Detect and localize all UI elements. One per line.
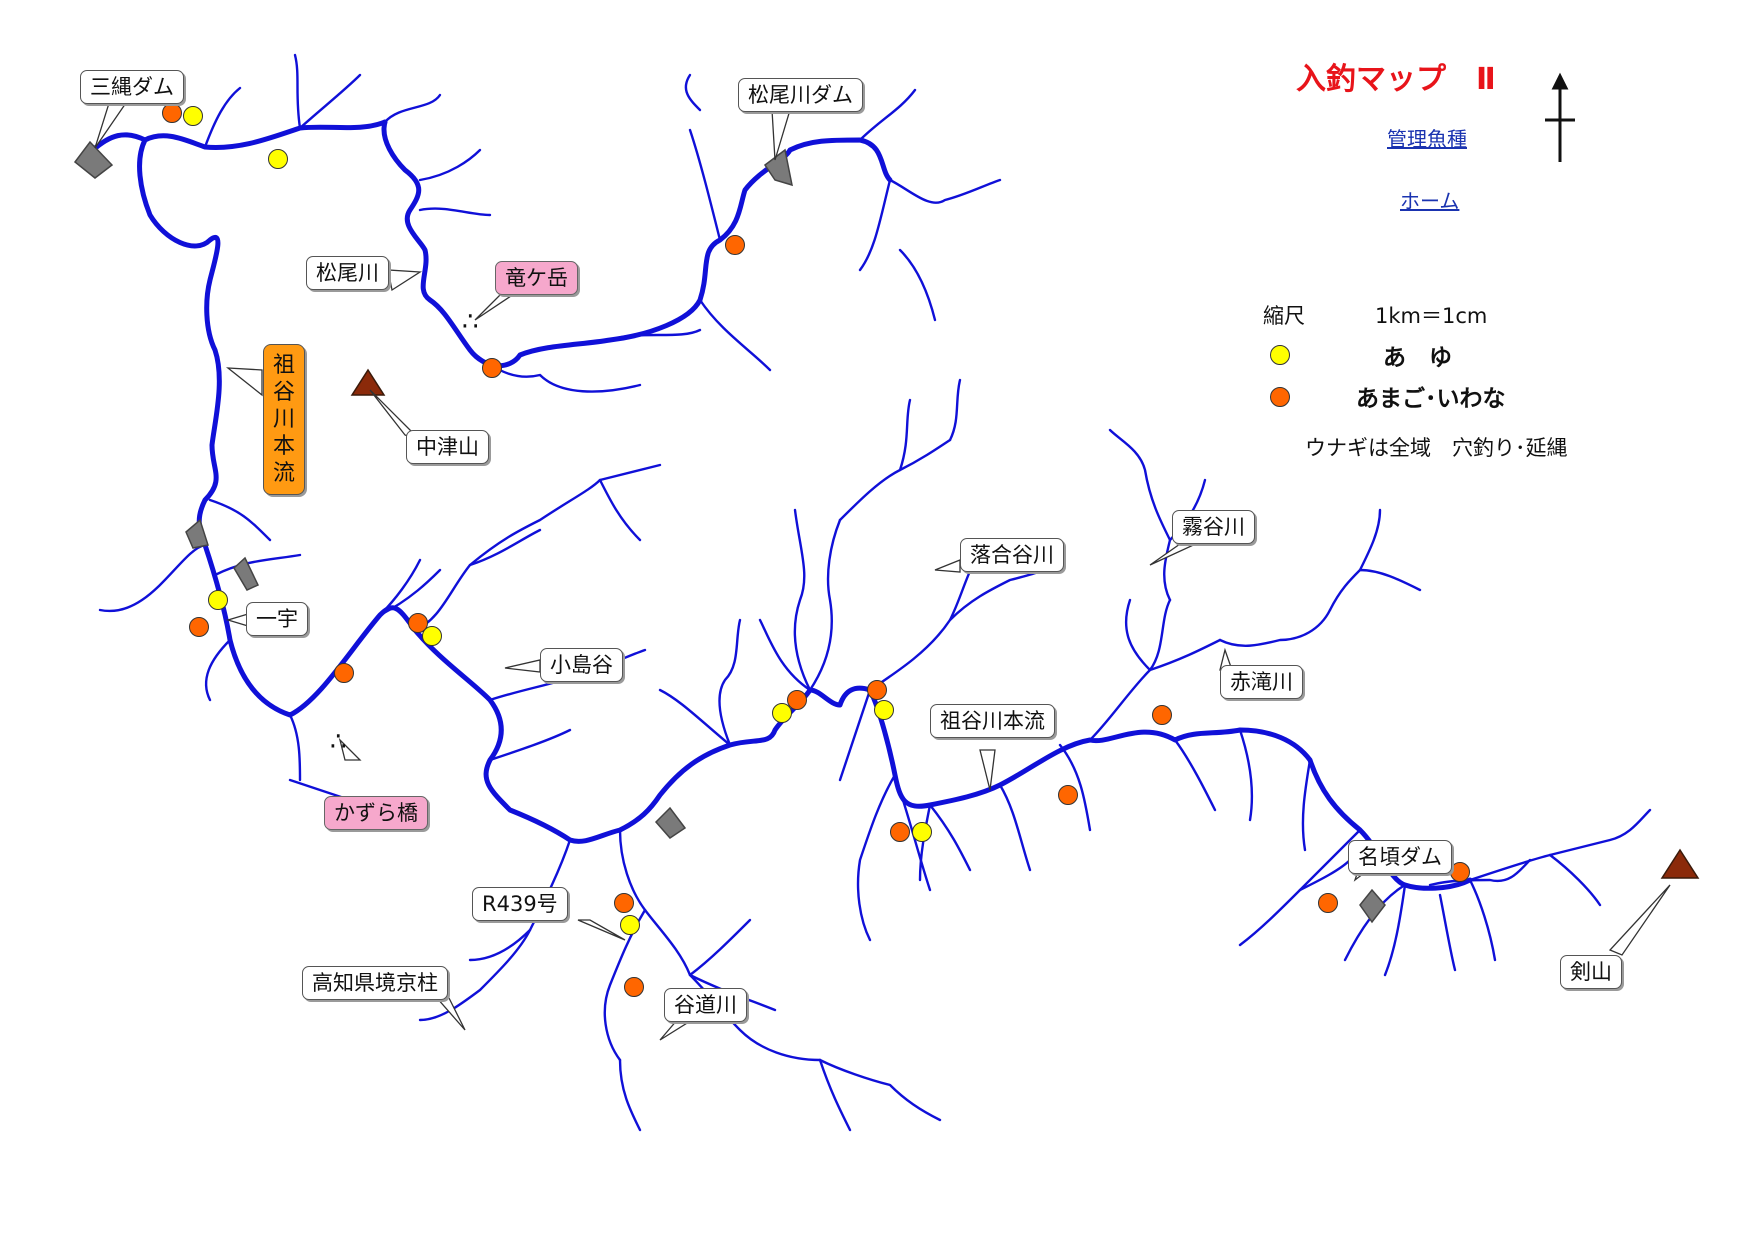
legend-amago-label: あまご･いわな [1356, 386, 1506, 412]
label-ichiu: 一宇 [246, 602, 308, 636]
ayu-point [874, 700, 894, 720]
amago-point [162, 103, 182, 123]
dam-icon [233, 556, 260, 591]
scale-label: 縮尺 [1263, 304, 1305, 328]
ruins-symbol-ryugatake: ∴ [462, 307, 479, 337]
ayu-point [268, 149, 288, 169]
dam-icon [73, 140, 114, 179]
legend-ayu-icon [1270, 345, 1290, 365]
matsuo-river [381, 119, 893, 369]
label-nagoro-dam: 名頃ダム [1348, 840, 1452, 874]
ruins-symbol-kazurabashi: ∴ [330, 727, 347, 757]
amago-point [408, 613, 428, 633]
label-tanimichigawa: 谷道川 [664, 988, 747, 1022]
label-iyagawa-main-vertical: 祖 谷 川 本 流 [263, 344, 305, 495]
amago-point [482, 358, 502, 378]
label-ochiaidanigawa: 落合谷川 [960, 538, 1064, 572]
dam-icon [763, 148, 793, 187]
mountain-icon [1660, 848, 1700, 879]
label-kazurabashi: かずら橋 [324, 796, 428, 830]
amago-point [334, 663, 354, 683]
dam-icon [185, 518, 209, 549]
mountain-icon [350, 368, 386, 396]
ayu-point [183, 106, 203, 126]
page-title: 入釣マップ Ⅱ [1296, 62, 1496, 97]
link-species[interactable]: 管理魚種 [1387, 127, 1467, 151]
label-matsuogawa-dam: 松尾川ダム [738, 78, 863, 112]
ayu-point [620, 915, 640, 935]
ayu-point [422, 626, 442, 646]
legend-note: ウナギは全域 穴釣り･延縄 [1305, 436, 1568, 460]
label-kiridanigawa: 霧谷川 [1172, 510, 1255, 544]
label-nakatsuyama: 中津山 [406, 430, 489, 464]
scale-value: 1km＝1cm [1375, 304, 1488, 328]
label-r439: R439号 [472, 887, 568, 921]
label-kojimadani: 小島谷 [540, 648, 623, 682]
ayu-point [772, 703, 792, 723]
amago-point [1318, 893, 1338, 913]
ayu-point [912, 822, 932, 842]
amago-point [624, 977, 644, 997]
legend-amago-icon [1270, 387, 1290, 407]
label-tsurugisan: 剣山 [1560, 955, 1622, 989]
amago-point [1152, 705, 1172, 725]
dam-icon [1359, 888, 1386, 924]
label-matsuogawa: 松尾川 [306, 256, 389, 290]
label-kochi-border: 高知県境京柱 [302, 966, 448, 1000]
amago-point [614, 893, 634, 913]
amago-point [867, 680, 887, 700]
amago-point [189, 617, 209, 637]
label-ryugatake: 竜ケ岳 [495, 261, 578, 295]
label-iyagawa-main: 祖谷川本流 [930, 704, 1055, 738]
label-minawa-dam: 三縄ダム [80, 70, 184, 104]
main-river [90, 119, 1473, 891]
legend-ayu-label: あ ゆ [1383, 345, 1452, 371]
amago-point [890, 822, 910, 842]
label-akatakigawa: 赤滝川 [1220, 665, 1303, 699]
amago-point [787, 690, 807, 710]
ayu-point [208, 590, 228, 610]
amago-point [1058, 785, 1078, 805]
amago-point [1450, 862, 1470, 882]
link-home[interactable]: ホーム [1400, 189, 1460, 213]
north-arrow-icon [1545, 72, 1575, 162]
dam-icon [654, 806, 687, 839]
amago-point [725, 235, 745, 255]
